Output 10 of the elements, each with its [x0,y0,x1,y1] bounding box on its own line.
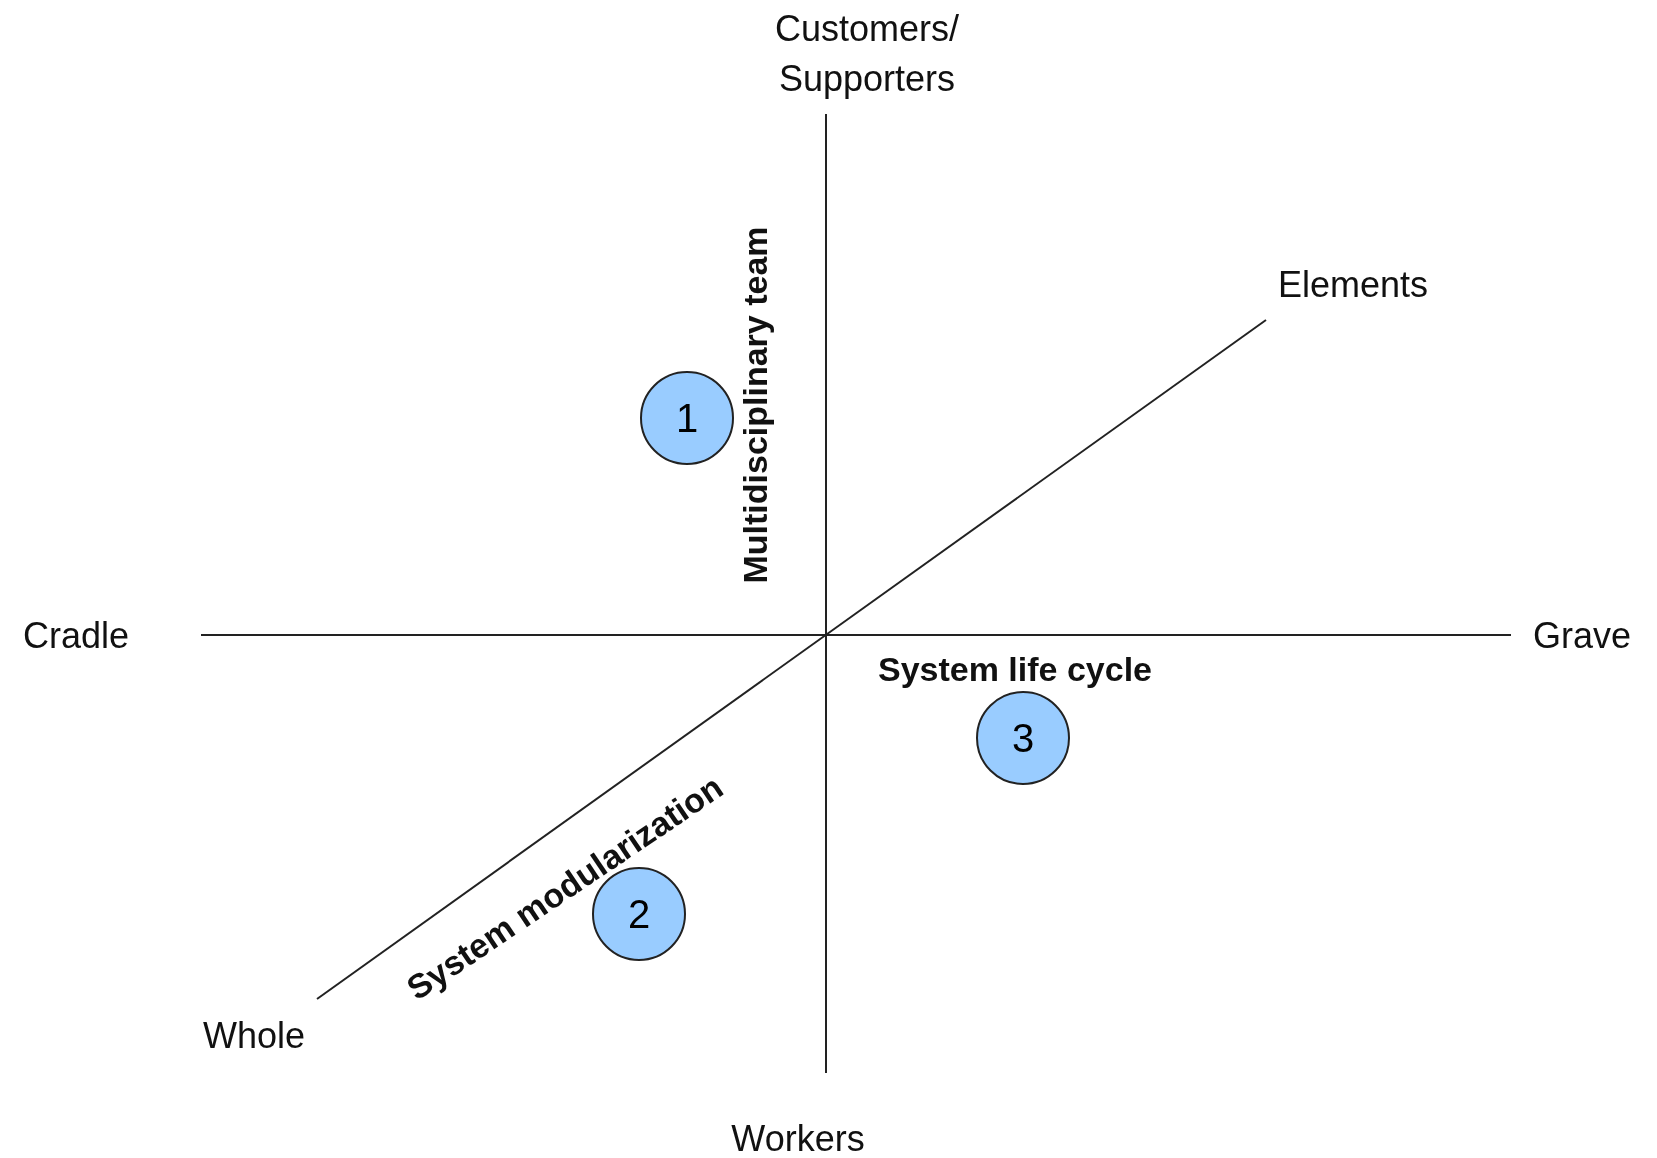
axis-label: Workers [731,1116,865,1158]
axis-label: Whole [203,1013,305,1058]
numbered-circle: 1 [640,371,734,465]
numbered-circle: 3 [976,691,1070,785]
dimension-label: System life cycle [877,649,1153,691]
axis-label: Elements [1277,262,1429,307]
axis-label: Grave [1533,613,1631,658]
dimension-label: Multidisciplinary team [735,226,776,584]
axis-label: Cradle [22,613,130,658]
axis-label: Customers/ Supporters [773,6,960,101]
